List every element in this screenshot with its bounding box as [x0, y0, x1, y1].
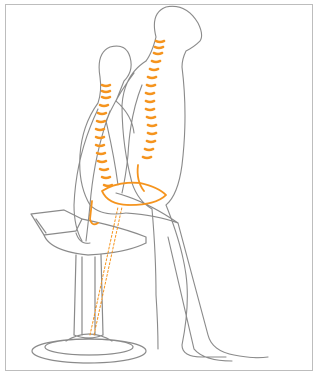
seated-figure [74, 46, 268, 361]
stool-column [74, 255, 103, 338]
standing-figure [106, 6, 226, 357]
illustration-frame [5, 4, 313, 371]
pelvis-highlight [90, 165, 166, 224]
posture-illustration [6, 5, 312, 370]
standing-spine [143, 41, 164, 158]
